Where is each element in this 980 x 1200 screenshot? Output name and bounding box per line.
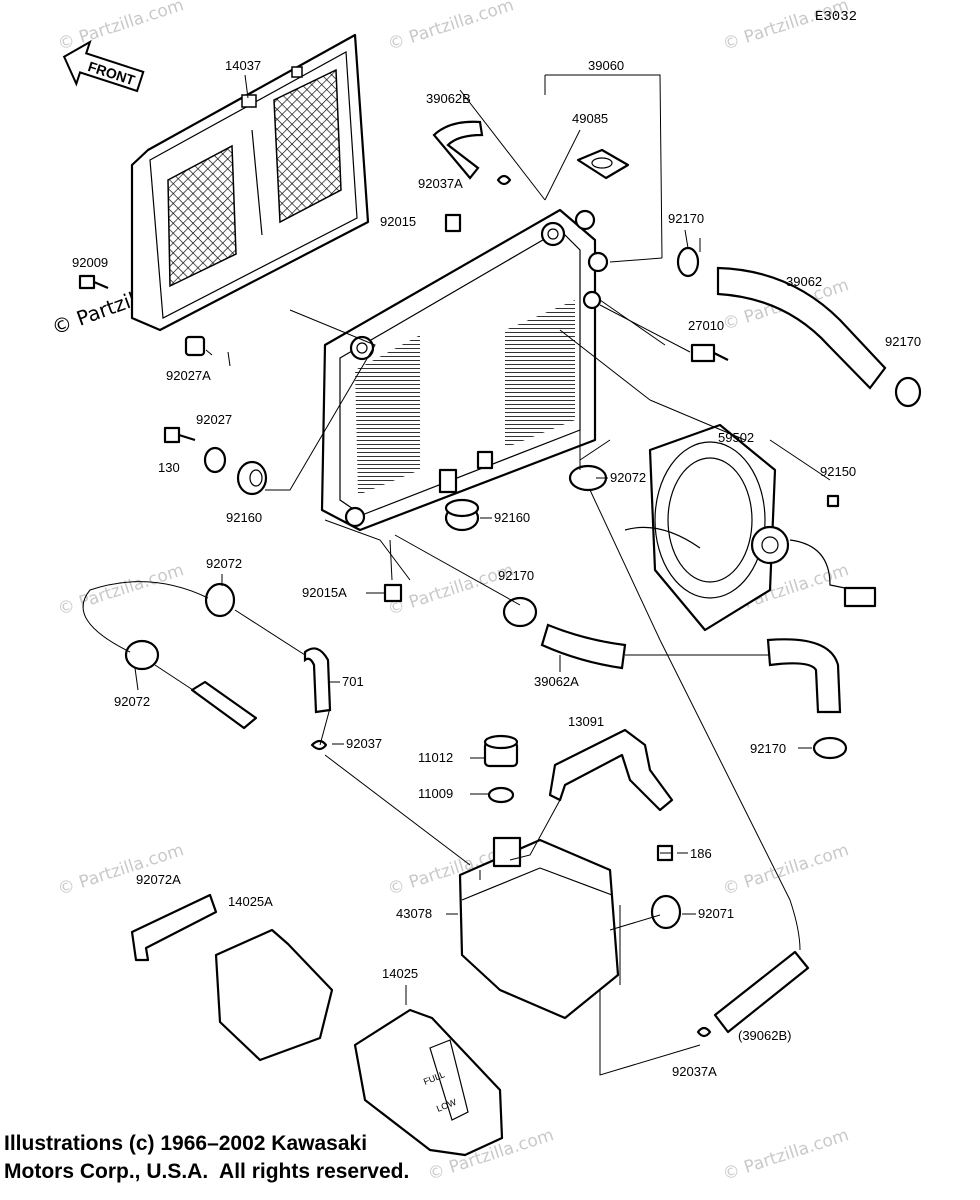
radiator [320, 208, 609, 532]
label-13091: 13091 [568, 714, 604, 729]
cover-14025: FULL LOW [353, 1008, 504, 1157]
clamp-92072-left-upper [204, 582, 236, 618]
label-14025: 14025 [382, 966, 418, 981]
label-49085: 49085 [572, 111, 608, 126]
copyright-line-1: Illustrations (c) 1966–2002 Kawasaki [4, 1132, 368, 1155]
bolt-92150 [826, 494, 840, 508]
radiator-cap-49085 [576, 148, 630, 180]
label-92170-c: 92170 [498, 568, 534, 583]
watermark: © Partzilla.com [55, 0, 186, 55]
label-27010: 27010 [688, 318, 724, 333]
label-11009: 11009 [418, 786, 453, 801]
clip-92015A [383, 583, 403, 603]
copyright-line-2: Motors Corp., U.S.A. All rights reserved… [4, 1160, 410, 1183]
label-dashes [134, 477, 812, 1005]
label-92037A-top: 92037A [418, 176, 463, 191]
watermark: © Partzilla.com [720, 1125, 851, 1185]
clip-92015-top [444, 213, 462, 233]
seal-11009 [487, 786, 515, 804]
label-92072-left-upper: 92072 [206, 556, 242, 571]
radiator-guard [130, 33, 370, 332]
clamp-92170-b [894, 376, 922, 408]
label-92160-left: 92160 [226, 510, 262, 525]
label-92027A: 92027A [166, 368, 211, 383]
pipe-left [190, 680, 258, 730]
label-59502: 59502 [718, 430, 754, 445]
watermark: © Partzilla.com [55, 560, 186, 620]
label-701: 701 [342, 674, 364, 689]
watermark: © Partzilla.com [385, 560, 516, 620]
label-92037: 92037 [346, 736, 382, 751]
hose-39062B-bottom [713, 950, 810, 1034]
diagram-code: E3032 [815, 9, 857, 25]
label-130: 130 [158, 460, 180, 475]
hose-39062B-top [432, 120, 484, 180]
copyright-notice: Illustrations (c) 1966–2002 Kawasaki Mot… [4, 1130, 409, 1186]
watermark: © Partzilla.com [385, 0, 516, 55]
label-92027: 92027 [196, 412, 232, 427]
clamp-92170-d [812, 736, 848, 760]
bracket-92072A [130, 893, 218, 962]
label-92072-center: 92072 [610, 470, 646, 485]
clamp-92037A-top [496, 174, 512, 186]
clamp-92037A-bottom [696, 1026, 712, 1038]
cap-11012 [483, 734, 519, 768]
label-92170-d: 92170 [750, 741, 786, 756]
leader-lines [82, 74, 831, 1076]
label-11012: 11012 [418, 750, 453, 765]
cooling-fan [624, 423, 877, 632]
label-43078: 43078 [396, 906, 432, 921]
part-labels: 14037 39060 39062B 49085 92037A 92015 92… [72, 58, 921, 1079]
bolt-92009 [78, 274, 109, 290]
label-92072-left-lower: 92072 [114, 694, 150, 709]
bolt-130 [163, 426, 196, 444]
hose-39062 [716, 266, 887, 390]
label-92170-b: 92170 [885, 334, 921, 349]
label-92009: 92009 [72, 255, 108, 270]
label-92072A: 92072A [136, 872, 181, 887]
watermark: © Partzilla.com [55, 840, 186, 900]
label-14037: 14037 [225, 58, 261, 73]
label-92037A-bottom: 92037A [672, 1064, 717, 1079]
grommet-92071 [650, 894, 682, 930]
reservoir-tank [458, 836, 620, 1020]
label-92150: 92150 [820, 464, 856, 479]
clamp-92170-c [502, 596, 538, 628]
label-14025A: 14025A [228, 894, 273, 909]
label-39062: 39062 [786, 274, 822, 289]
label-39062B-paren: (39062B) [738, 1028, 791, 1043]
label-39060: 39060 [588, 58, 624, 73]
clamp-92037 [310, 739, 328, 751]
label-92015A: 92015A [302, 585, 347, 600]
grommet-92160-left [236, 460, 268, 496]
label-39062B: 39062B [426, 91, 471, 106]
hose-39062A [540, 623, 627, 670]
collar-92027A [184, 335, 206, 357]
label-92071: 92071 [698, 906, 734, 921]
elbow-hose-right [766, 638, 842, 714]
grommet-92160-center [444, 498, 480, 532]
label-39062A: 39062A [534, 674, 579, 689]
temp-sensor-27010 [690, 343, 729, 363]
bracket-13091 [548, 728, 674, 812]
clamp-92170-a [676, 246, 700, 278]
cover-14025A [214, 928, 334, 1062]
label-186: 186 [690, 846, 712, 861]
collar-92027 [203, 446, 227, 474]
hose-701 [303, 647, 332, 714]
label-92015: 92015 [380, 214, 416, 229]
clamp-92072-left-lower [124, 639, 160, 671]
label-92160-center: 92160 [494, 510, 530, 525]
label-92170-a: 92170 [668, 211, 704, 226]
